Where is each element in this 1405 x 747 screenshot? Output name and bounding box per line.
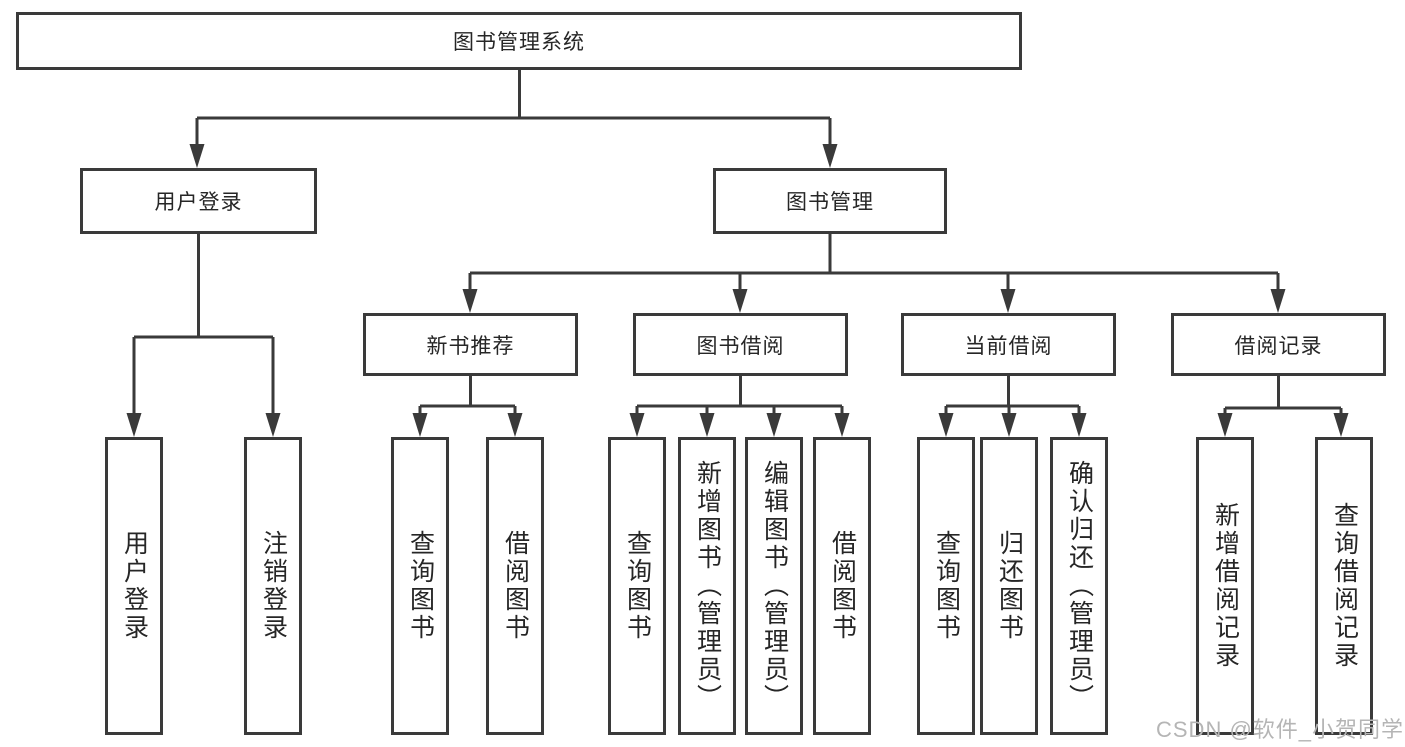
leaf-user-login: 用户登录 <box>105 437 163 735</box>
leaf-current-return-books: 归还图书 <box>980 437 1038 735</box>
node-borrowing-records: 借阅记录 <box>1171 313 1386 376</box>
leaf-borrowing-query-books: 查询图书 <box>608 437 666 735</box>
node-book-borrowing: 图书借阅 <box>633 313 848 376</box>
node-user-login: 用户登录 <box>80 168 317 234</box>
leaf-borrowing-borrow-books: 借阅图书 <box>813 437 871 735</box>
connector-root-to-level2 <box>189 69 838 168</box>
leaf-current-confirm-return-admin: 确认归还（管理员） <box>1050 437 1108 735</box>
connector-user-login-children <box>126 234 281 437</box>
leaf-borrowing-edit-books-admin: 编辑图书（管理员） <box>745 437 803 735</box>
node-book-management-system: 图书管理系统 <box>16 12 1022 70</box>
node-book-management: 图书管理 <box>713 168 947 234</box>
connector-book-mgmt-children <box>462 234 1286 313</box>
leaf-newbook-borrow-books: 借阅图书 <box>486 437 544 735</box>
leaf-current-query-books: 查询图书 <box>917 437 975 735</box>
leaf-logout: 注销登录 <box>244 437 302 735</box>
connector-borrowing-children <box>629 376 850 437</box>
connector-current-children <box>938 376 1087 437</box>
connector-new-book-children <box>412 376 523 437</box>
csdn-watermark: CSDN @软件_小贺同学 <box>1156 717 1405 742</box>
leaf-records-add-record: 新增借阅记录 <box>1196 437 1254 735</box>
node-current-borrowing: 当前借阅 <box>901 313 1116 376</box>
connector-records-children <box>1217 376 1349 437</box>
leaf-newbook-query-books: 查询图书 <box>391 437 449 735</box>
leaf-borrowing-add-books-admin: 新增图书（管理员） <box>678 437 736 735</box>
node-new-book-recommend: 新书推荐 <box>363 313 578 376</box>
leaf-records-query-record: 查询借阅记录 <box>1315 437 1373 735</box>
